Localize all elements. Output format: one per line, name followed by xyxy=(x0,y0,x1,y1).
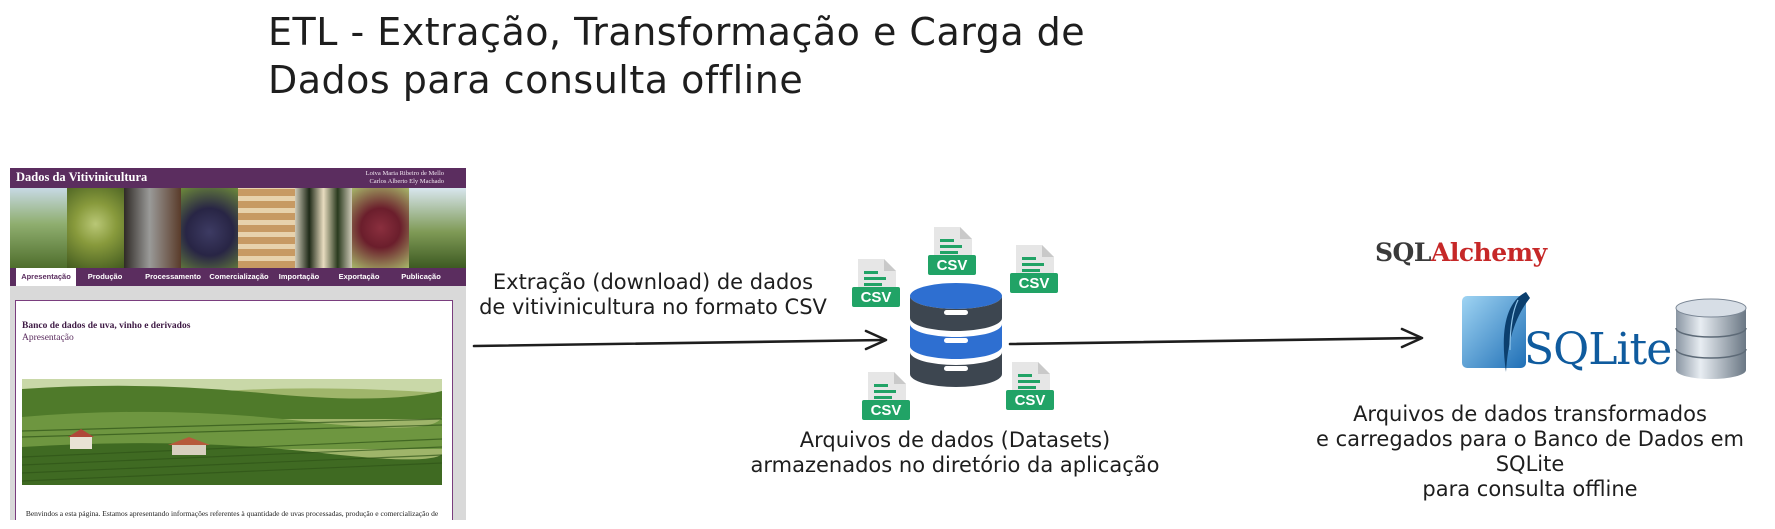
site-title: Dados da Vitivinicultura xyxy=(16,170,148,184)
extract-arrow-icon xyxy=(472,329,888,351)
datasets-caption: Arquivos de dados (Datasets) armazenados… xyxy=(740,428,1170,478)
csv-file-label-2: CSV xyxy=(937,257,968,274)
load-caption-line-2: e carregados para o Banco de Dados em SQ… xyxy=(1315,427,1745,476)
sqlite-logo xyxy=(1462,292,1530,372)
title-line-1: ETL - Extração, Transformação e Carga de xyxy=(268,10,1086,54)
extract-caption: Extração (download) de dados de vitivini… xyxy=(478,270,828,320)
site-content-heading: Banco de dados de uva, vinho e derivados xyxy=(22,321,191,331)
site-author-1: Loiva Maria Ribeiro de Mello xyxy=(365,170,444,177)
database-cylinder-icon xyxy=(1675,298,1747,379)
diagram-title: ETL - Extração, Transformação e Carga de… xyxy=(268,8,1168,104)
datasets-caption-line-2: armazenados no diretório da aplicação xyxy=(750,453,1160,477)
load-arrow-icon xyxy=(1008,327,1424,349)
csv-file-icon-2: CSV xyxy=(928,227,976,275)
site-content: Banco de dados de uva, vinho e derivados… xyxy=(15,300,453,520)
sqlite-logo-text: SQLite xyxy=(1524,324,1672,375)
csv-file-label-3: CSV xyxy=(1019,275,1050,292)
site-header: Dados da Vitivinicultura Loiva Maria Rib… xyxy=(10,168,466,188)
extract-caption-line-1: Extração (download) de dados xyxy=(492,270,814,294)
csv-file-label-4: CSV xyxy=(871,402,902,419)
site-author-2: Carlos Alberto Ely Machado xyxy=(369,178,444,185)
site-tab-comercializacao[interactable]: Comercialização xyxy=(209,272,269,281)
csv-file-icon-1: CSV xyxy=(852,259,900,307)
site-tab-processamento[interactable]: Processamento xyxy=(145,272,201,281)
csv-file-label-1: CSV xyxy=(861,289,892,306)
csv-file-icon-3: CSV xyxy=(1010,245,1058,293)
load-caption-line-3: para consulta offline xyxy=(1422,477,1638,501)
sqlalchemy-logo-sql: SQL xyxy=(1375,238,1431,267)
title-line-2: Dados para consulta offline xyxy=(268,58,804,102)
vineyard-photo-art xyxy=(22,379,442,485)
website-screenshot: Dados da Vitivinicultura Loiva Maria Rib… xyxy=(10,168,466,520)
load-caption-line-1: Arquivos de dados transformados xyxy=(1353,402,1707,426)
site-banner-photos xyxy=(10,188,466,268)
site-tab-importacao[interactable]: Importação xyxy=(278,272,320,281)
extract-caption-line-2: de vitivinicultura no formato CSV xyxy=(479,295,827,319)
site-tab-producao[interactable]: Produção xyxy=(87,272,123,281)
site-nav: Apresentação Produção Processamento Come… xyxy=(10,268,466,286)
sqlalchemy-logo: SQLAlchemy xyxy=(1375,238,1547,267)
site-tab-apresentacao[interactable]: Apresentação xyxy=(16,268,76,286)
site-tab-publicacao[interactable]: Publicação xyxy=(401,272,441,281)
datasets-caption-line-1: Arquivos de dados (Datasets) xyxy=(799,428,1111,452)
load-caption: Arquivos de dados transformados e carreg… xyxy=(1290,402,1770,502)
site-authors: Loiva Maria Ribeiro de Mello Carlos Albe… xyxy=(366,170,444,186)
csv-file-icon-4: CSV xyxy=(862,372,910,420)
site-content-text: Benvindos a esta página. Estamos apresen… xyxy=(25,509,439,520)
database-icon xyxy=(910,283,1002,387)
csv-file-label-5: CSV xyxy=(1015,392,1046,409)
vineyard-photo xyxy=(22,379,442,485)
site-content-subheading: Apresentação xyxy=(22,333,74,343)
csv-file-icon-5: CSV xyxy=(1006,362,1054,410)
site-tab-exportacao[interactable]: Exportação xyxy=(338,272,380,281)
sqlalchemy-logo-alchemy: Alchemy xyxy=(1430,238,1547,267)
